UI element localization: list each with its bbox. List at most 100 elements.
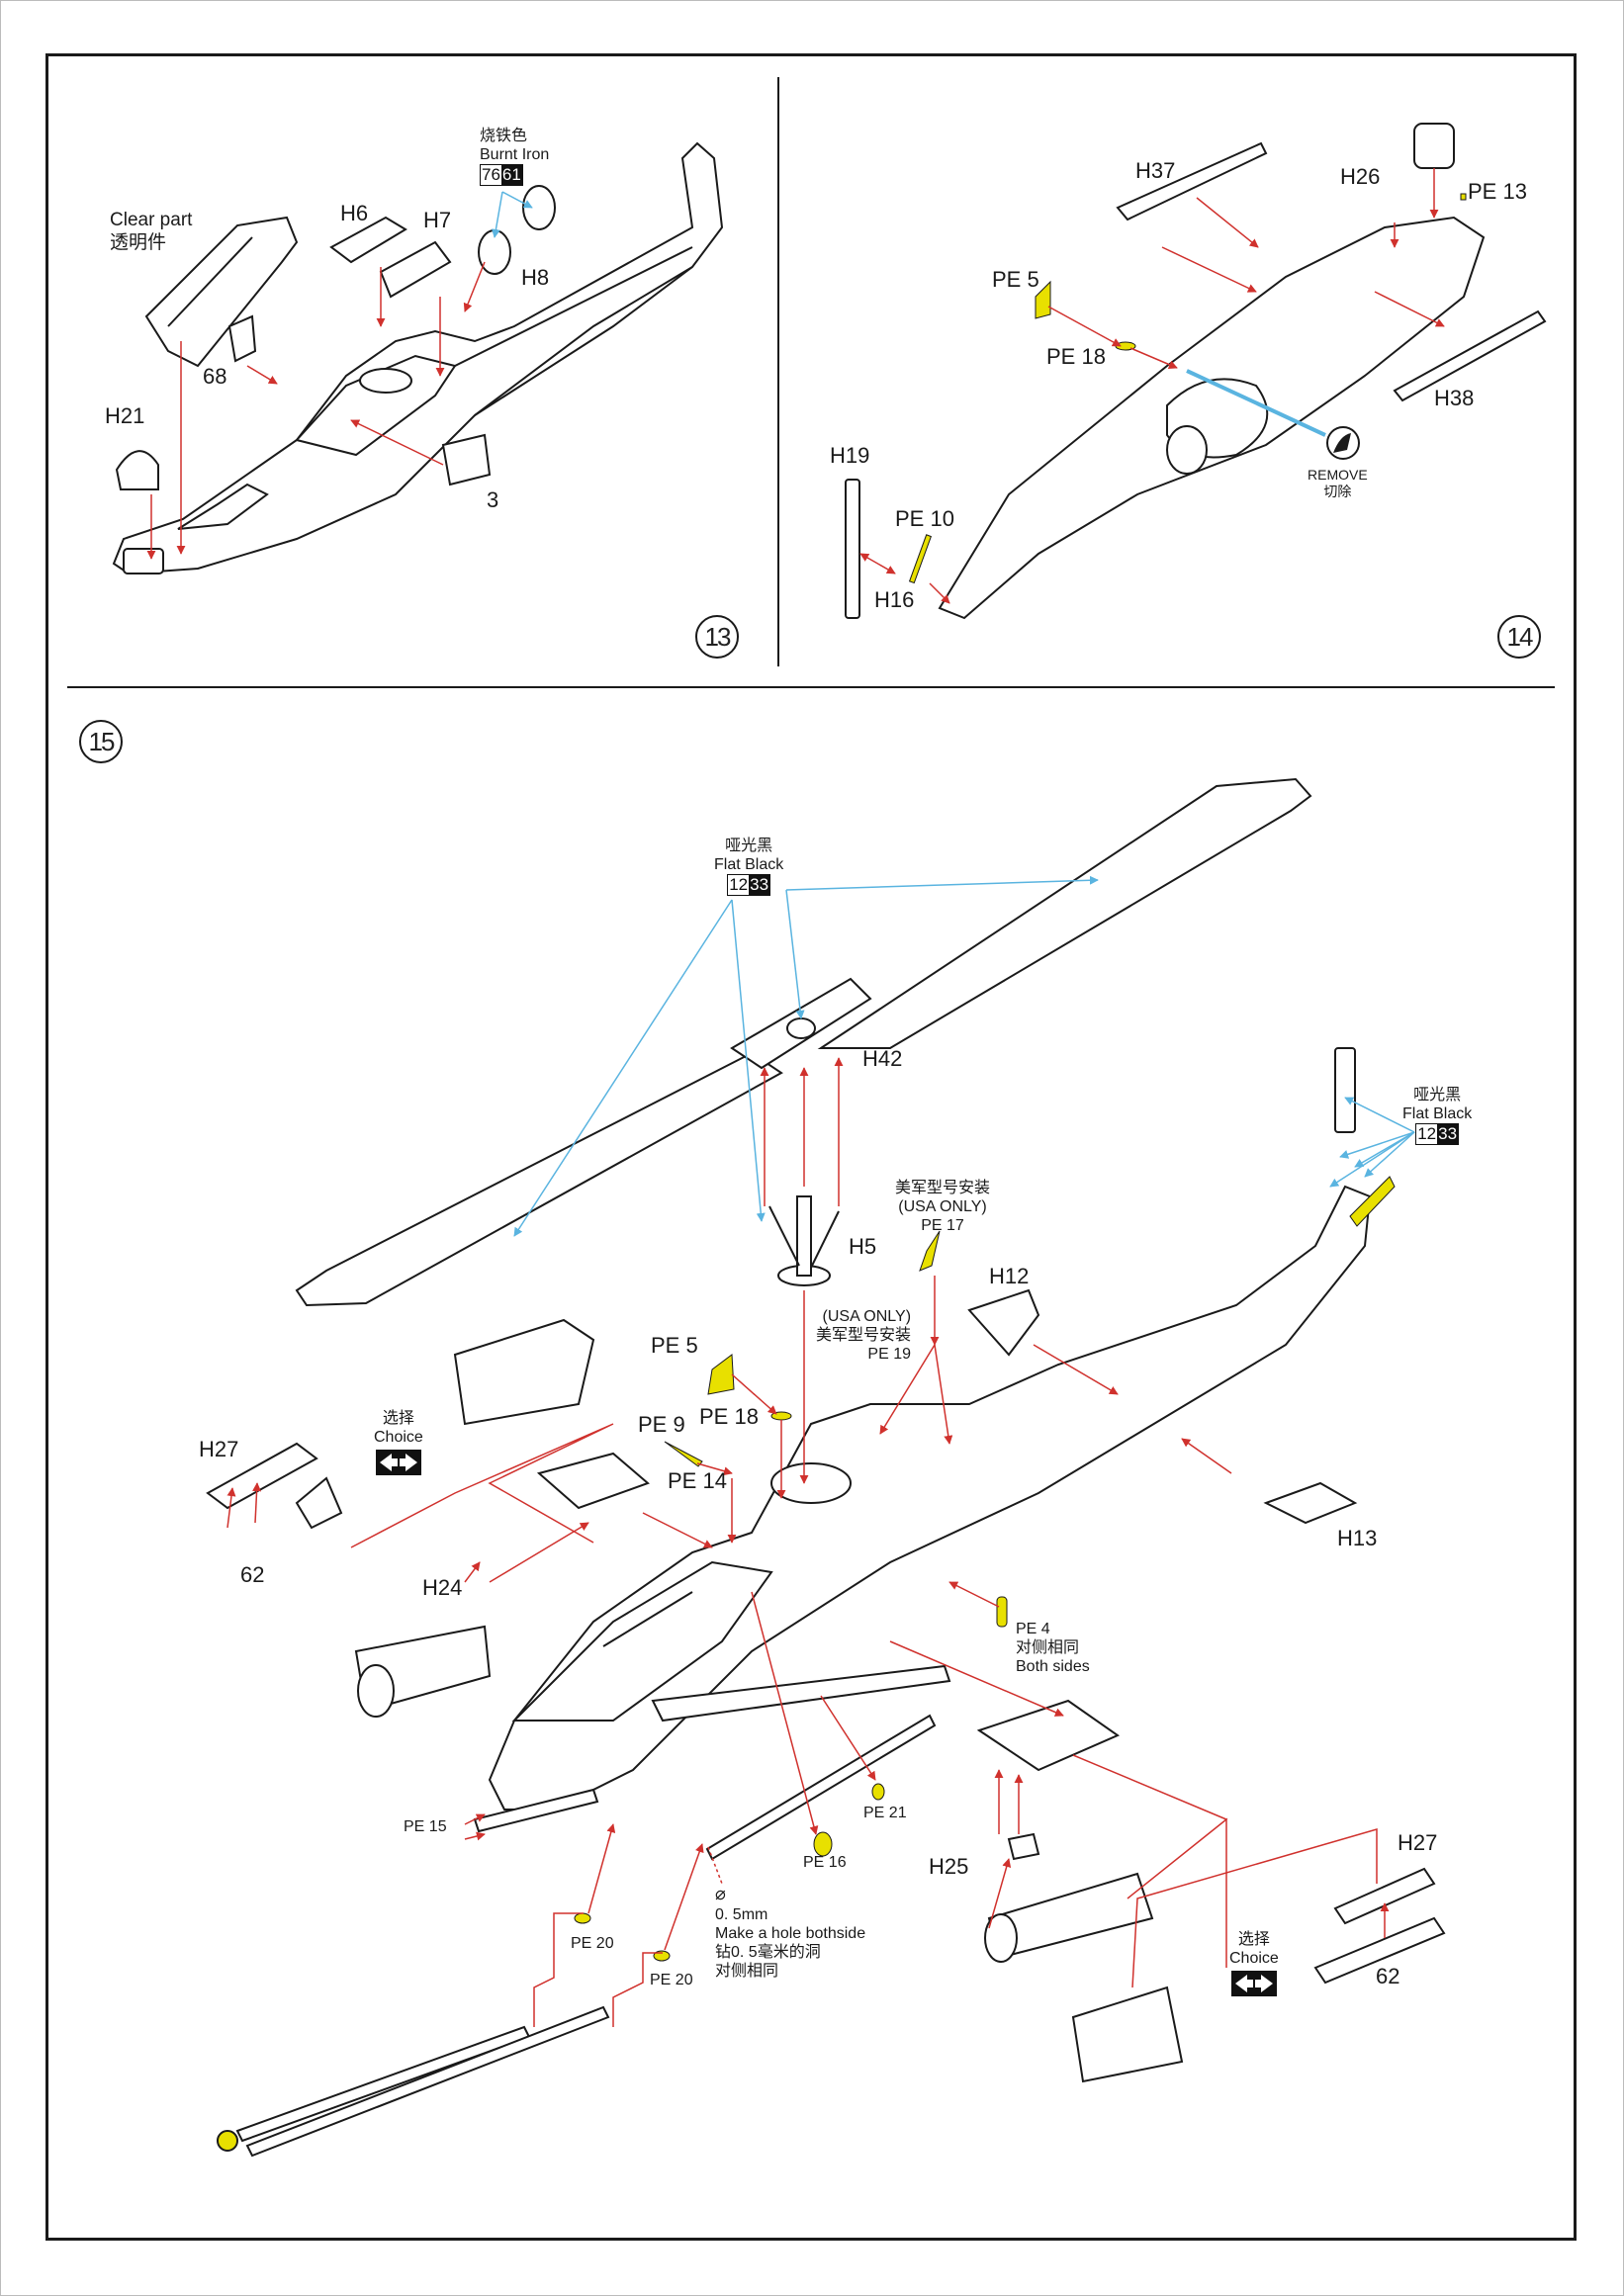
part-label-h5: H5: [849, 1234, 877, 1259]
part-label-pe21: PE 21: [863, 1805, 907, 1821]
remove-cn: 切除: [1323, 483, 1352, 499]
part-label-h42: H42: [862, 1046, 903, 1071]
step15-arrows: [226, 1057, 1390, 2027]
step14-remove-line: [1186, 369, 1326, 437]
paint-code-a: 12: [728, 875, 750, 896]
part-label-h27-right: H27: [1398, 1830, 1438, 1855]
step15-main-rotor: [295, 777, 1312, 1307]
part-label-h38: H38: [1434, 386, 1475, 410]
paint-code-b: 33: [749, 875, 770, 896]
step15-paint-leaders: [513, 875, 1415, 1237]
choice-cn: 选择: [382, 1410, 414, 1427]
step14-pe-parts: [908, 193, 1467, 584]
step15-stabilizers: [967, 1288, 1358, 1525]
part-label-pe13: PE 13: [1468, 179, 1527, 204]
step-number-13: 13: [695, 615, 739, 659]
usa-only-callout-pe19: (USA ONLY) 美军型号安装 PE 19: [816, 1307, 911, 1365]
part-label-h8: H8: [521, 265, 550, 290]
section-divider-horizontal: [67, 686, 1555, 688]
step15-weapons: [206, 1318, 1446, 2083]
paint-name-en: Burnt Iron: [480, 146, 550, 164]
part-label-pe16: PE 16: [803, 1854, 847, 1871]
choice-arrows-icon: [1230, 1971, 1277, 1997]
step13-clear-canopy: [144, 216, 299, 368]
hole-note-cn2: 对侧相同: [715, 1963, 779, 1981]
step13-small-parts: [115, 185, 556, 490]
paint-name-cn: 哑光黑: [725, 838, 773, 854]
paint-name-en: Flat Black: [714, 856, 784, 874]
choice-arrows-icon: [375, 1450, 421, 1476]
part-label-h19: H19: [830, 443, 870, 468]
hole-note-cn: 钻0. 5毫米的洞: [715, 1943, 821, 1961]
part-label-h25: H25: [929, 1854, 969, 1879]
choice-en: Choice: [1229, 1950, 1279, 1968]
paint-name-en: Flat Black: [1402, 1105, 1473, 1123]
part-label-pe20-b: PE 20: [650, 1972, 693, 1988]
part-label-h6: H6: [340, 201, 369, 225]
usa-only-en: (USA ONLY): [898, 1198, 987, 1216]
part-label-pe9: PE 9: [638, 1412, 685, 1437]
part-label-pe5: PE 5: [651, 1333, 698, 1358]
part-label-pe19: PE 19: [867, 1346, 912, 1364]
part-label-pe20-a: PE 20: [571, 1935, 614, 1952]
clear-part-en: Clear part: [110, 210, 193, 230]
part-label-62-right: 62: [1376, 1964, 1400, 1988]
usa-only-callout-pe17: 美军型号安装 (USA ONLY) PE 17: [895, 1179, 990, 1236]
step13-paint-leaders: [491, 191, 533, 238]
choice-callout-left: 选择 Choice: [374, 1409, 423, 1481]
pe4-note-cn: 对侧相同: [1016, 1639, 1080, 1657]
choice-cn: 选择: [1237, 1931, 1270, 1948]
paint-name-cn: 哑光黑: [1413, 1087, 1462, 1104]
choice-en: Choice: [374, 1429, 423, 1447]
step14-skids: [845, 123, 1547, 619]
part-label-h37: H37: [1135, 158, 1176, 183]
step13-arrows: [146, 261, 486, 560]
pe4-callout: PE 4 对侧相同 Both sides: [1016, 1620, 1090, 1677]
paint-code-b: 61: [500, 165, 522, 186]
usa-only-cn: 美军型号安装: [895, 1180, 991, 1196]
step15-skid-legs: [217, 1714, 937, 2158]
part-label-pe4: PE 4: [1016, 1621, 1050, 1637]
pe4-note-en: Both sides: [1016, 1658, 1090, 1676]
part-label-68: 68: [203, 364, 227, 389]
instruction-frame: [45, 53, 1577, 2241]
hole-note-en: Make a hole bothside: [715, 1924, 866, 1942]
step-number-14: 14: [1497, 615, 1541, 659]
part-label-h26: H26: [1340, 164, 1381, 189]
part-label-62-left: 62: [240, 1562, 265, 1587]
remove-en: REMOVE: [1308, 467, 1368, 483]
step-number-15: 15: [79, 720, 123, 763]
part-label-h16: H16: [874, 587, 915, 612]
part-label-3: 3: [487, 487, 499, 512]
part-label-pe14: PE 14: [668, 1468, 727, 1493]
step15-rotor-mast: [768, 1195, 840, 1286]
part-label-h12: H12: [989, 1264, 1030, 1288]
part-label-pe18: PE 18: [699, 1404, 759, 1429]
step13-fuselage: [112, 141, 724, 575]
part-label-h24: H24: [422, 1575, 463, 1600]
clear-part-label: Clear part 透明件: [110, 210, 192, 255]
step14-arrows: [859, 168, 1445, 604]
remove-callout: REMOVE 切除: [1308, 467, 1368, 500]
part-label-pe10: PE 10: [895, 506, 954, 531]
clear-part-cn: 透明件: [110, 231, 167, 253]
part-label-h27-left: H27: [199, 1437, 239, 1461]
part-label-h7: H7: [423, 208, 452, 232]
diameter-icon: ⌀: [715, 1884, 726, 1903]
part-label-pe17: PE 17: [921, 1217, 964, 1235]
choice-callout-right: 选择 Choice: [1229, 1930, 1279, 2002]
part-label-pe15: PE 15: [404, 1818, 447, 1835]
paint-name-cn: 烧铁色: [480, 128, 528, 144]
section-divider-vertical: [777, 77, 779, 666]
usa-only-cn: 美军型号安装: [816, 1327, 912, 1345]
part-label-h21: H21: [105, 403, 145, 428]
paint-code-a: 76: [481, 165, 501, 186]
usa-only-en: (USA ONLY): [822, 1308, 912, 1325]
